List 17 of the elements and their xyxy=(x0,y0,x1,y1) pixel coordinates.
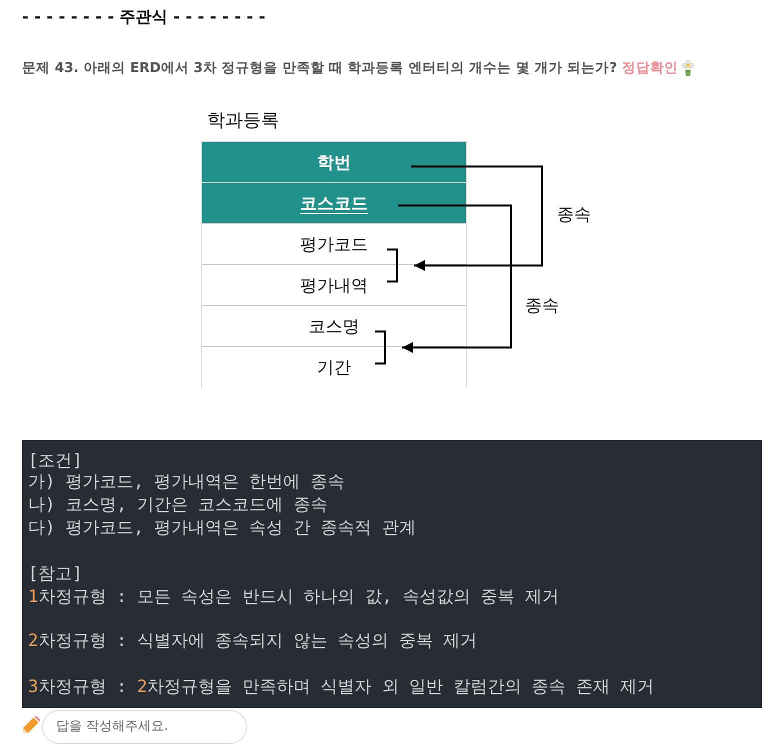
section-heading: - - - - - - - - 주관식 - - - - - - - - xyxy=(22,6,266,28)
code-line: [참고] xyxy=(28,563,82,586)
key-attribute-row: 학번 xyxy=(202,142,466,183)
code-line: [조건] xyxy=(28,450,82,473)
entity-name: 학과등록 xyxy=(207,109,279,133)
answer-link: 정답확인 xyxy=(622,59,678,78)
dependency-arrow xyxy=(386,166,543,282)
key-attribute-row: 코스코드 xyxy=(202,183,466,224)
code-line: 2차정규형 : 식별자에 종속되지 않는 속성의 중복 제거 xyxy=(28,630,478,653)
code-line: 1차정규형 : 모든 속성은 반드시 하나의 값, 속성값의 중복 제거 xyxy=(28,586,559,609)
dependency-arrow xyxy=(374,204,512,364)
code-line: 가) 평가코드, 평가내역은 한번에 종속 xyxy=(28,471,344,494)
code-line: 나) 코스명, 기간은 코스코드에 종속 xyxy=(28,494,328,517)
answer-input: 답을 작성해주세요. xyxy=(42,710,247,744)
question-text: 문제 43. 아래의 ERD에서 3차 정규형을 만족할 때 학과등록 엔터티의 개수는 몇 개가 되는가? xyxy=(22,59,618,78)
code-line: 3차정규형 : 2차정규형을 만족하며 식별자 외 일반 칼럼간의 종속 존재 제거 xyxy=(28,676,654,699)
code-line: 다) 평가코드, 평가내역은 속성 간 종속적 관계 xyxy=(28,517,416,540)
